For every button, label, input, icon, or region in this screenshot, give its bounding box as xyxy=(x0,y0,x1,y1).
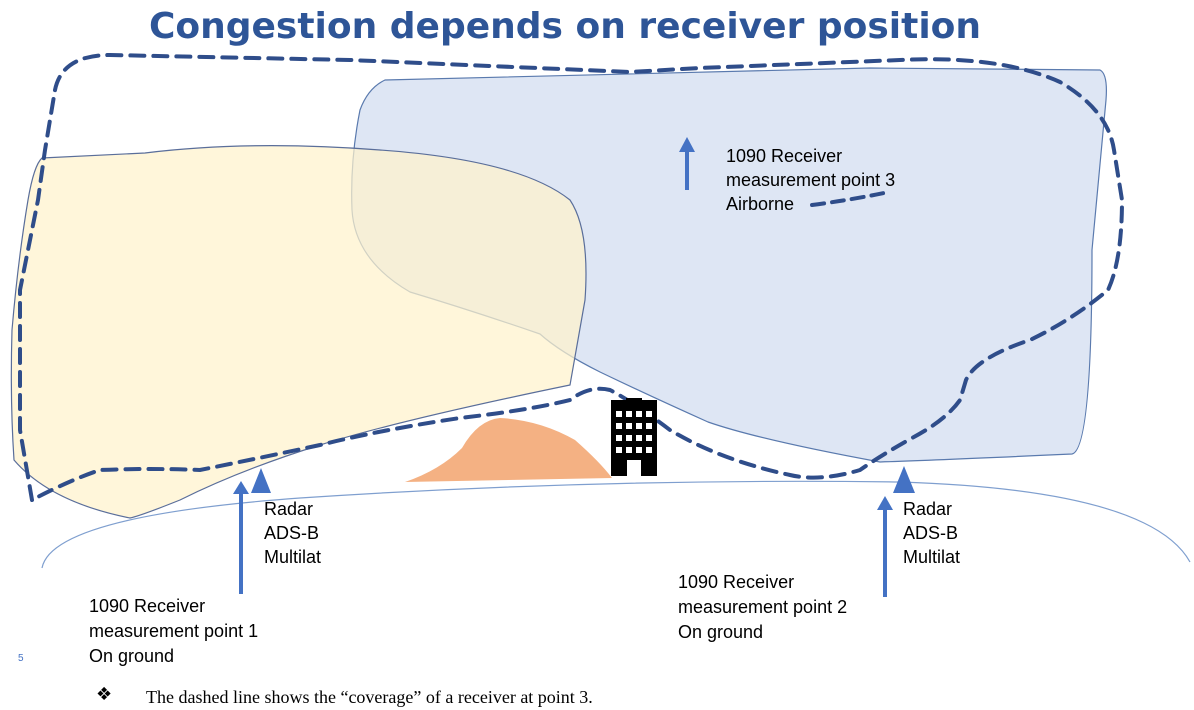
caption-text: The dashed line shows the “coverage” of … xyxy=(146,687,593,707)
receiver-2-label-line-2: measurement point 2 xyxy=(678,597,847,617)
station-1-label: Radar ADS-B Multilat xyxy=(264,499,321,567)
station-2-label: Radar ADS-B Multilat xyxy=(903,499,960,567)
receiver-2-label-line-1: 1090 Receiver xyxy=(678,572,794,592)
ground-curve xyxy=(41,480,1191,569)
receiver-3-label-line-2: measurement point 3 xyxy=(726,170,895,190)
station-1-antenna-icon xyxy=(251,468,271,493)
slide-number: 5 xyxy=(18,653,24,664)
station-2-label-line-1: Radar xyxy=(903,499,952,519)
receiver-3-coverage-line xyxy=(18,52,1125,502)
receiver-1-label-line-1: 1090 Receiver xyxy=(89,596,205,616)
receiver-3-label-line-3: Airborne xyxy=(726,194,794,214)
slide-title: Congestion depends on receiver position xyxy=(149,6,981,47)
station-2-label-line-2: ADS-B xyxy=(903,523,958,543)
receiver-3-label: 1090 Receiver measurement point 3 Airbor… xyxy=(726,146,895,214)
station-2-antenna-icon xyxy=(893,466,915,493)
receiver-2-label-line-3: On ground xyxy=(678,622,763,642)
dashed-line-legend xyxy=(810,191,886,207)
station-2-label-line-3: Multilat xyxy=(903,547,960,567)
station-1-label-line-1: Radar xyxy=(264,499,313,519)
receiver-1-label-line-2: measurement point 1 xyxy=(89,621,258,641)
receiver-1-label: 1090 Receiver measurement point 1 On gro… xyxy=(89,596,258,666)
station-1-label-line-2: ADS-B xyxy=(264,523,319,543)
receiver-1-arrow-icon xyxy=(233,481,249,594)
receiver-3-label-line-1: 1090 Receiver xyxy=(726,146,842,166)
receiver-2-label: 1090 Receiver measurement point 2 On gro… xyxy=(678,572,847,642)
building-icon xyxy=(611,398,657,476)
ground-coverage-area xyxy=(10,145,587,519)
receiver-3-arrow-icon xyxy=(679,137,695,190)
station-1-label-line-3: Multilat xyxy=(264,547,321,567)
receiver-2-arrow-icon xyxy=(877,496,893,597)
mountain-obstacle xyxy=(405,418,612,482)
bullet-icon: ❖ xyxy=(96,684,112,705)
receiver-1-label-line-3: On ground xyxy=(89,646,174,666)
